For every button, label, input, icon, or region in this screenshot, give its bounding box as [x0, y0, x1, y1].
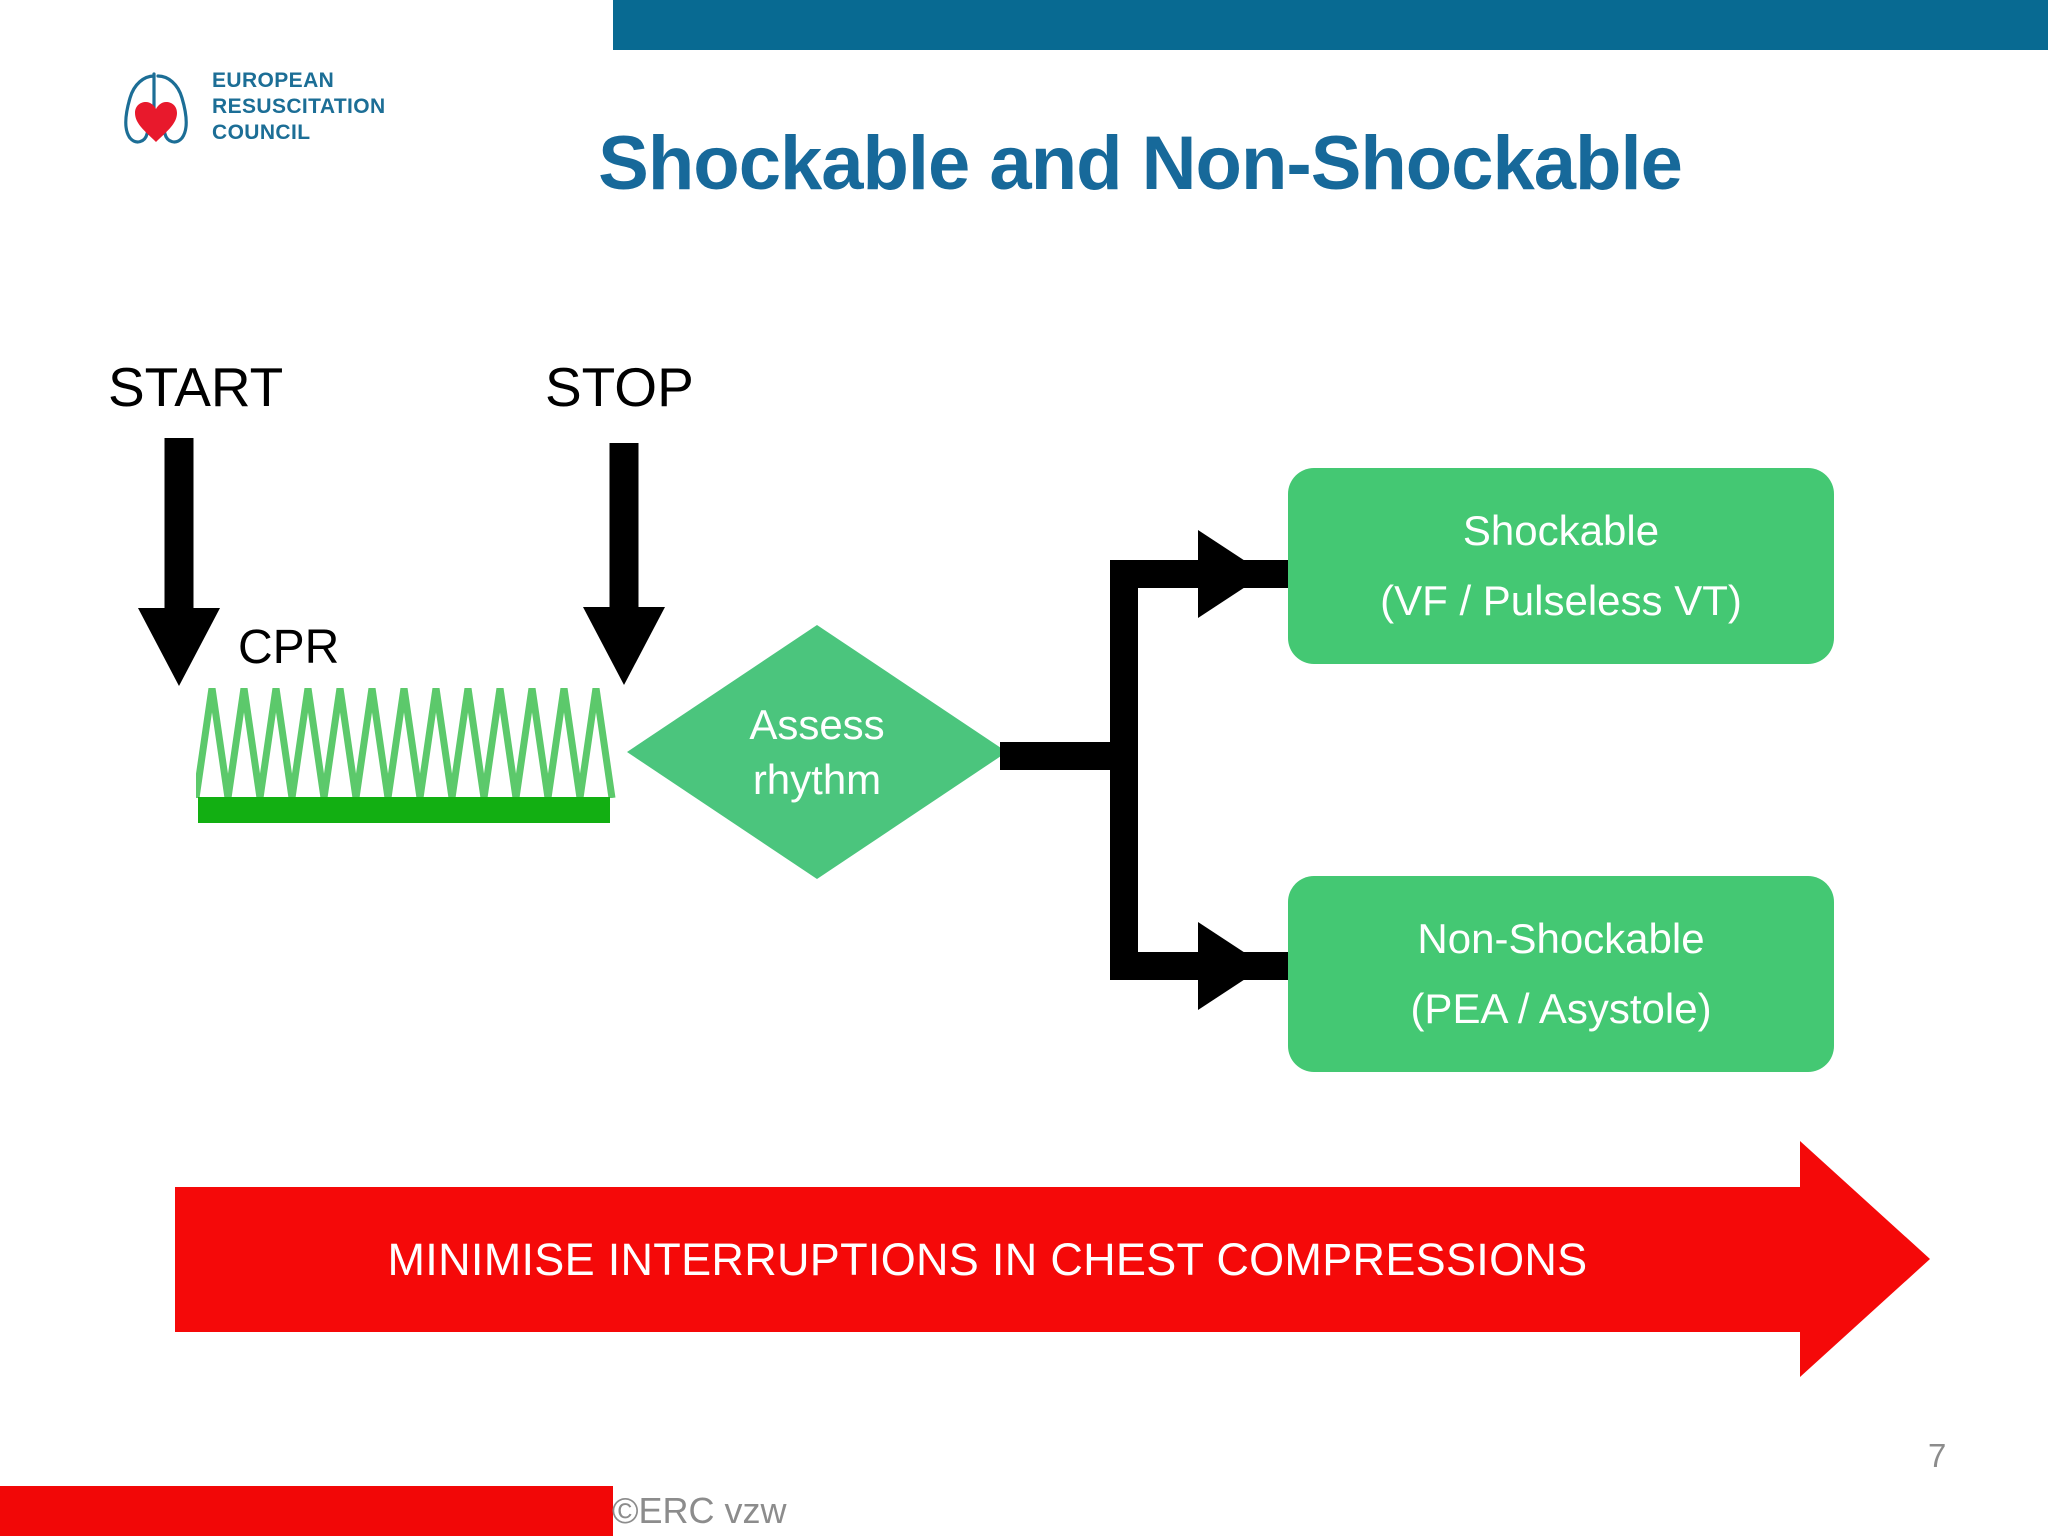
logo-line-2: RESUSCITATION — [212, 95, 386, 118]
branching-arrow-icon — [1000, 530, 1310, 1010]
branch-upper-arrowhead — [1198, 530, 1265, 618]
arrow-head — [583, 607, 665, 685]
banner-body — [175, 1187, 1800, 1332]
branch-lower-arrowhead — [1198, 922, 1265, 1010]
outcome-box-non-shockable: Non-Shockable (PEA / Asystole) — [1288, 876, 1834, 1072]
shockable-subtitle: (VF / Pulseless VT) — [1380, 577, 1742, 624]
right-arrow-banner-icon: MINIMISE INTERRUPTIONS IN CHEST COMPRESS… — [175, 1141, 1930, 1377]
banner-arrowhead — [1800, 1141, 1930, 1377]
lungs-heart-icon — [110, 62, 202, 154]
top-accent-bar — [613, 0, 2048, 50]
outcome-box-shockable: Shockable (VF / Pulseless VT) — [1288, 468, 1834, 664]
assess-rhythm-node: Assess rhythm — [627, 625, 1007, 879]
start-arrow-icon — [138, 438, 220, 686]
stop-arrow-icon — [583, 443, 665, 687]
cpr-label: CPR — [238, 621, 340, 674]
logo-line-3: COUNCIL — [212, 121, 311, 144]
banner-caption: MINIMISE INTERRUPTIONS IN CHEST COMPRESS… — [387, 1233, 1588, 1285]
erc-logo-text: EUROPEAN RESUSCITATION COUNCIL — [212, 68, 412, 146]
arrow-shaft — [609, 443, 639, 609]
start-label: START — [108, 356, 284, 418]
non-shockable-subtitle: (PEA / Asystole) — [1410, 985, 1712, 1032]
arrow-shaft — [164, 438, 194, 610]
page-number: 7 — [1928, 1437, 1947, 1474]
arrow-head — [138, 608, 220, 686]
footer-accent-bar — [0, 1486, 613, 1536]
diamond-shape — [627, 625, 1007, 879]
shockable-title: Shockable — [1462, 507, 1660, 554]
logo-line-1: EUROPEAN — [212, 69, 335, 92]
cpr-compression-waveform — [192, 687, 616, 799]
copyright-text: ©ERC vzw — [612, 1490, 787, 1531]
branch-trunk — [1110, 560, 1138, 980]
cpr-baseline-bar — [198, 797, 610, 823]
non-shockable-title: Non-Shockable — [1417, 915, 1705, 962]
branch-stub — [1000, 742, 1116, 770]
page-title: Shockable and Non-Shockable — [598, 121, 1683, 206]
erc-logo: EUROPEAN RESUSCITATION COUNCIL — [110, 62, 410, 157]
stop-label: STOP — [545, 356, 694, 418]
